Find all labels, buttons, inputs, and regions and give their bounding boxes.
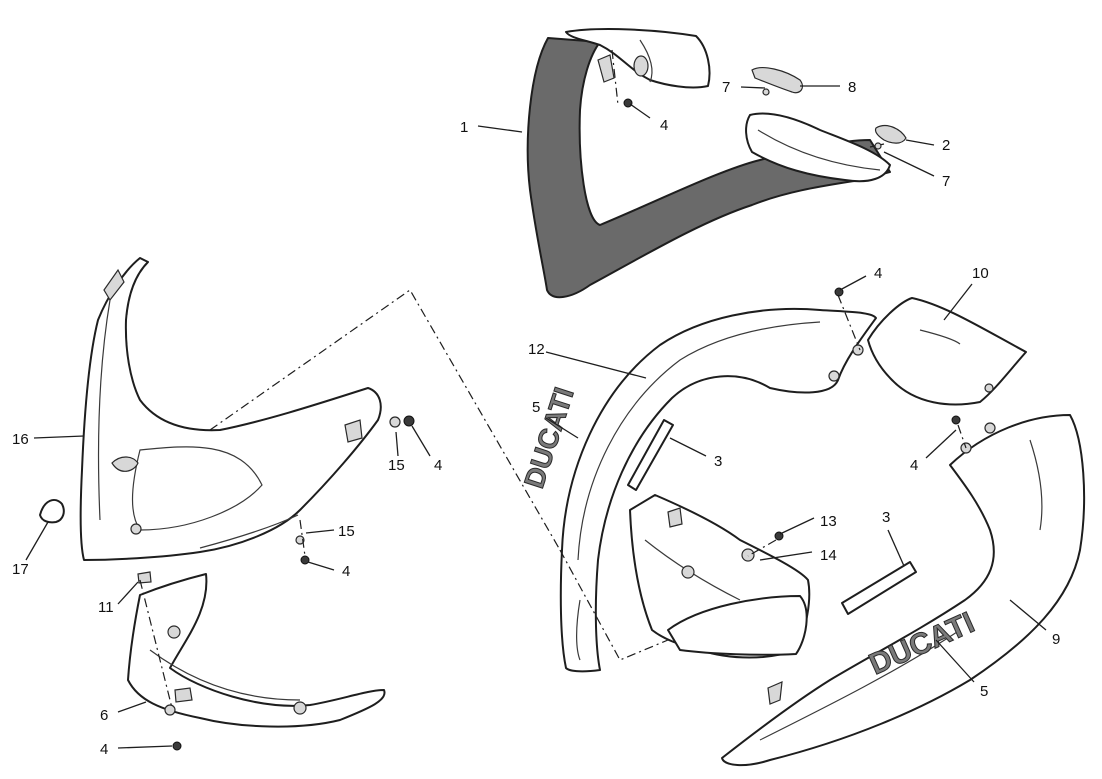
callout-4a: 4 — [660, 117, 668, 134]
part-6-lower-fairing — [127, 573, 386, 728]
fasteners — [172, 88, 961, 751]
callout-15b: 15 — [338, 523, 355, 540]
part-14-inner-duct — [629, 494, 811, 659]
callout-12: 12 — [528, 341, 545, 358]
callout-3a: 3 — [714, 453, 722, 470]
callout-15a: 15 — [388, 457, 405, 474]
callout-4b: 4 — [874, 265, 882, 282]
callout-9: 9 — [1052, 631, 1060, 648]
part-16-left-side-fairing — [79, 257, 382, 561]
callout-16: 16 — [12, 431, 29, 448]
part-17-cover — [25, 499, 65, 561]
callout-14: 14 — [820, 547, 837, 564]
callout-8: 8 — [848, 79, 856, 96]
part-2-mirror-cover — [869, 125, 907, 148]
callout-labels: 1 4 7 8 2 7 4 10 12 5 3 4 13 3 14 9 5 16… — [12, 79, 1060, 758]
part-1-headlight-fairing — [526, 28, 891, 299]
leader-lines — [33, 85, 1047, 749]
callout-7a: 7 — [722, 79, 730, 96]
part-3-strip-lower — [841, 561, 917, 615]
callout-2: 2 — [942, 137, 950, 154]
part-10-side-panel — [867, 297, 1027, 406]
logo-ducati-left: DUCATI — [518, 384, 580, 492]
callout-4e: 4 — [342, 563, 350, 580]
callout-1: 1 — [460, 119, 468, 136]
callout-4d: 4 — [434, 457, 442, 474]
assembly-lines — [139, 49, 967, 709]
callout-5b: 5 — [980, 683, 988, 700]
callout-11: 11 — [98, 599, 114, 616]
part-8-mirror-cover — [740, 67, 804, 94]
callout-7b: 7 — [942, 173, 950, 190]
callout-4c: 4 — [910, 457, 918, 474]
callout-6: 6 — [100, 707, 108, 724]
callout-5a: 5 — [532, 399, 540, 416]
callout-17: 17 — [12, 561, 29, 578]
callout-4f: 4 — [100, 741, 108, 758]
callout-10: 10 — [972, 265, 989, 282]
part-3-strip-upper — [627, 419, 674, 491]
part-11-clip — [137, 571, 152, 584]
callout-3b: 3 — [882, 509, 890, 526]
callout-13: 13 — [820, 513, 837, 530]
